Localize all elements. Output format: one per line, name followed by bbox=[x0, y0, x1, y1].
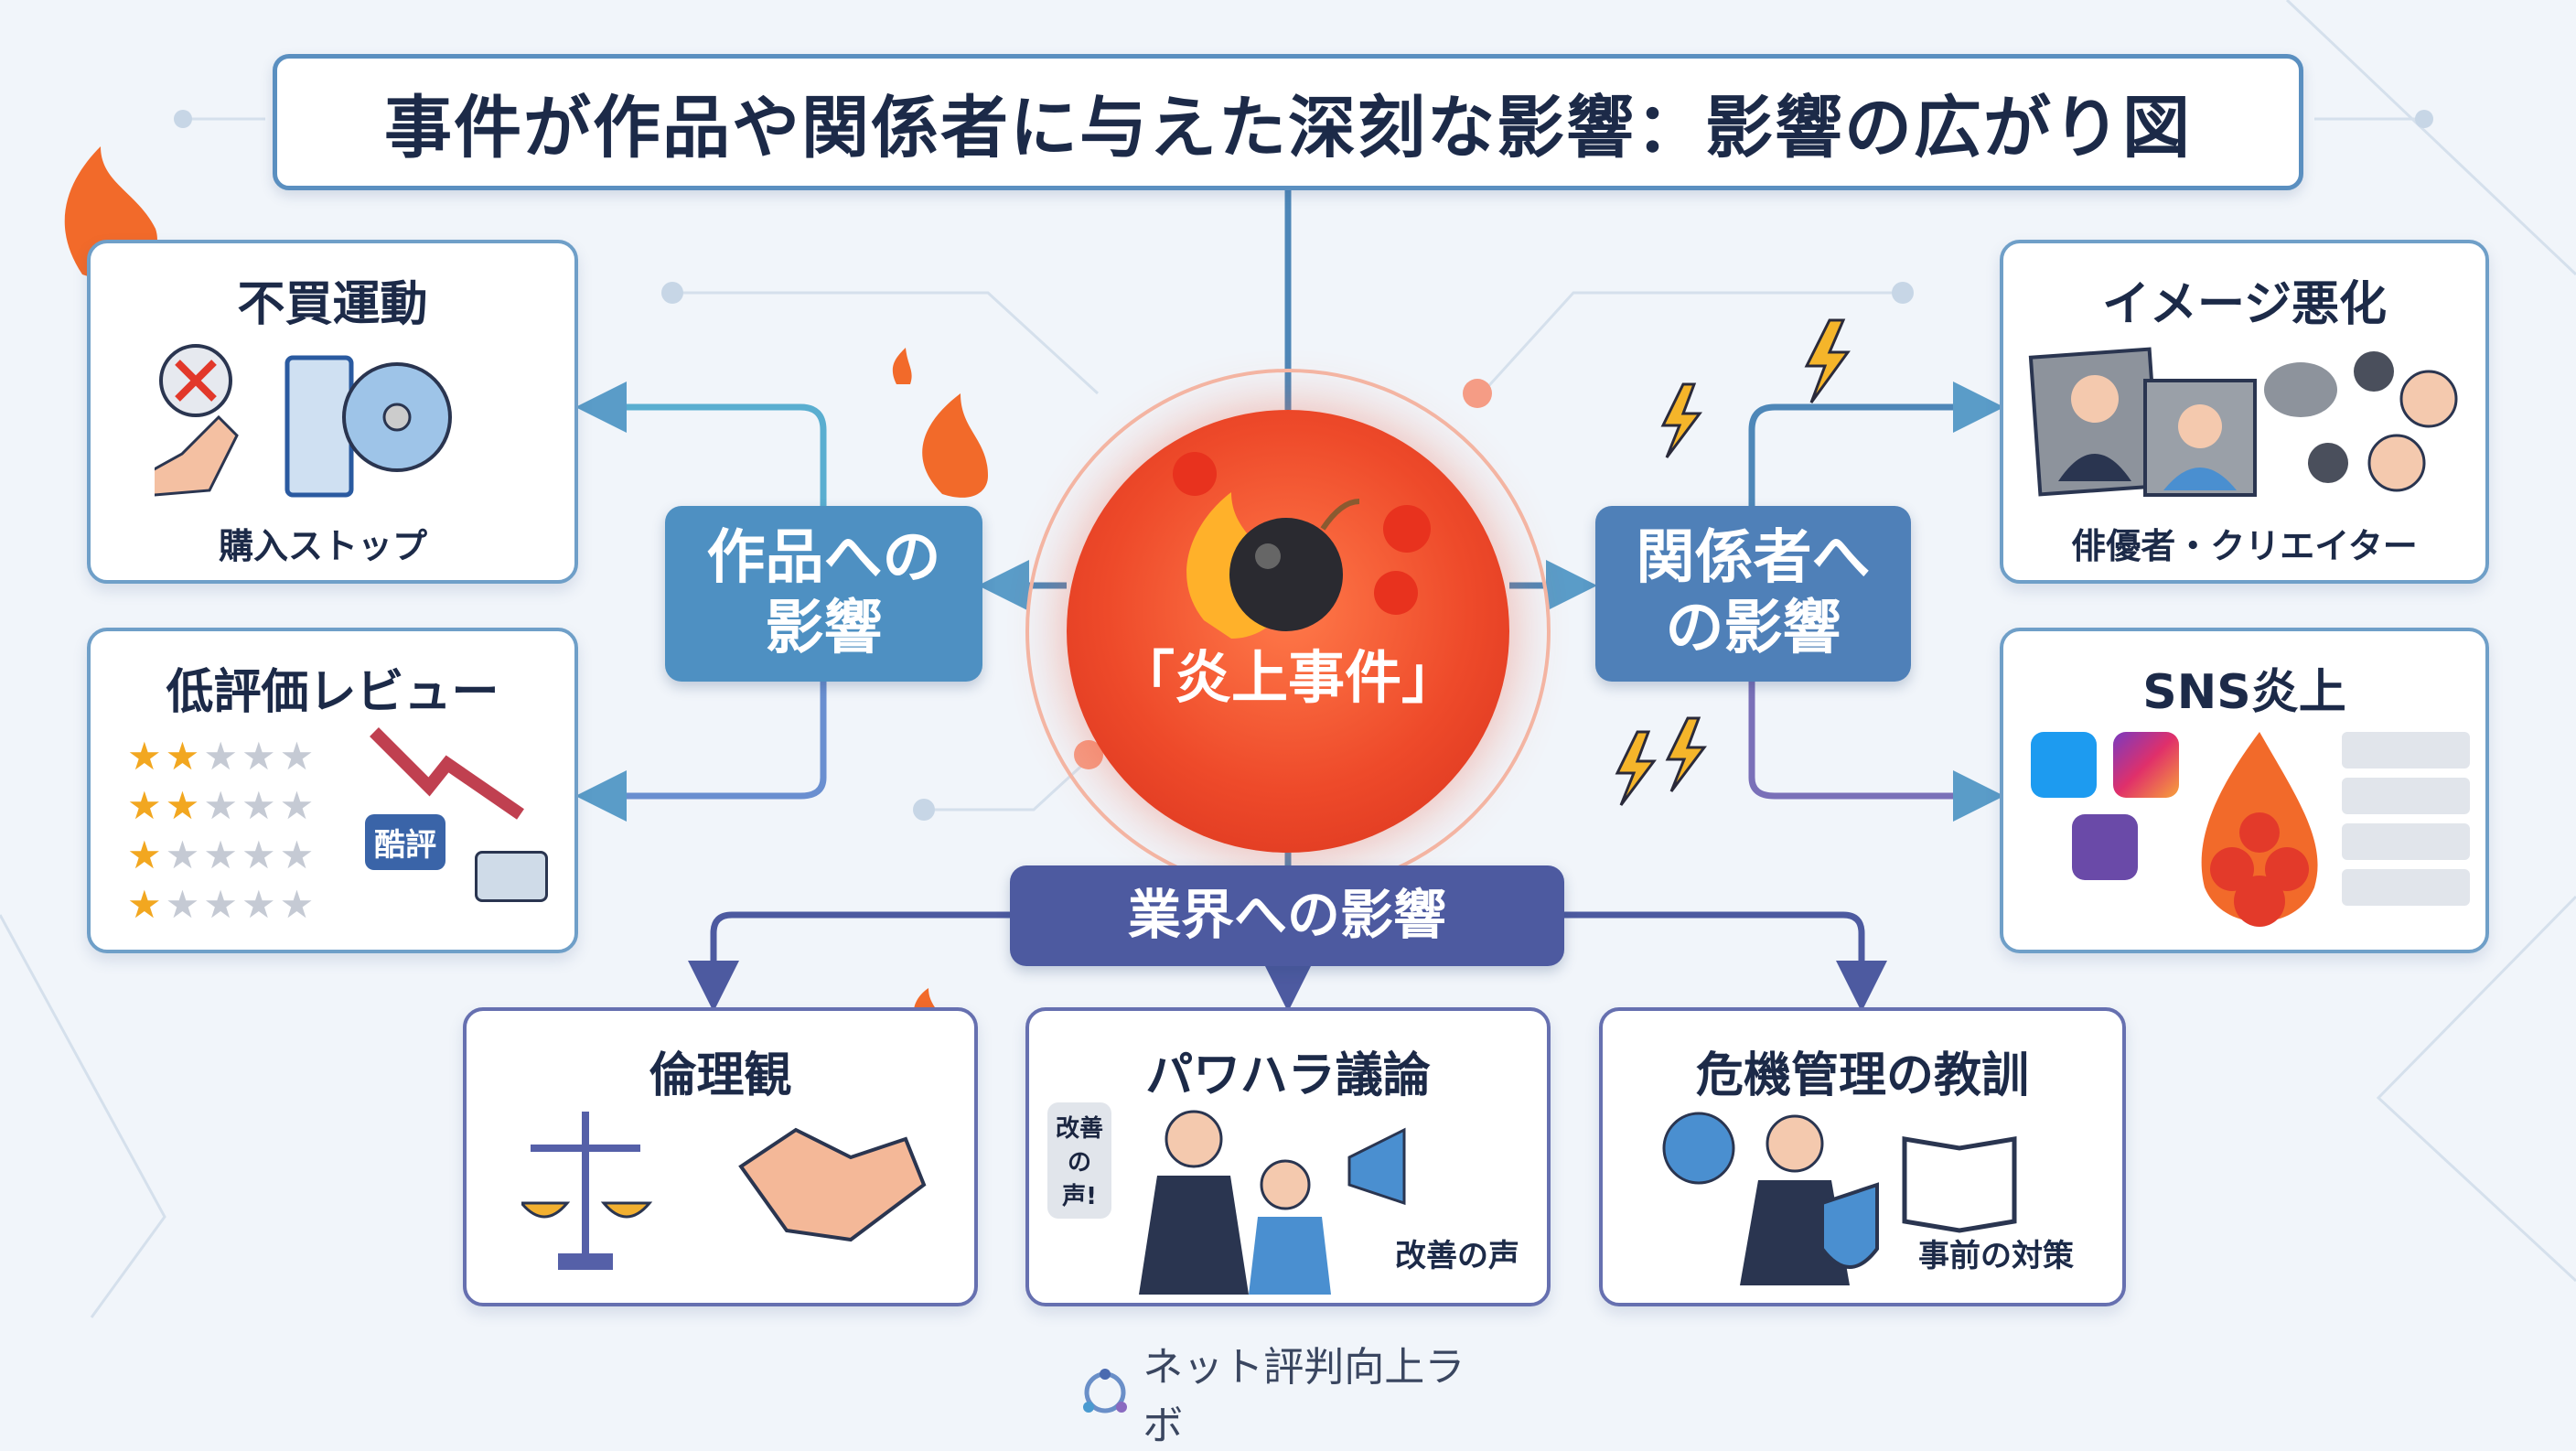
hub-industry: 業界への影響 bbox=[1010, 865, 1564, 966]
bomb-icon bbox=[1173, 452, 1431, 639]
card-title: 不買運動 bbox=[237, 277, 428, 332]
fire-angry-faces-icon bbox=[2201, 732, 2318, 927]
powerhara-caption: 改善の声 bbox=[1395, 1238, 1519, 1274]
image-caption: 俳優者・クリエイター bbox=[2071, 526, 2418, 566]
beginner-mark-icon bbox=[1662, 1112, 1735, 1185]
hub-works-label: 作品への影響 bbox=[706, 524, 941, 662]
book-icon bbox=[1902, 1136, 2017, 1233]
card-image-damage: イメージ悪化 俳優者・クリエイター bbox=[2000, 240, 2489, 584]
argument-illustration bbox=[1139, 1110, 1406, 1295]
card-title: 低評価レビュー bbox=[166, 665, 499, 720]
card-low-rating: 低評価レビュー ★★★★★ ★★★★★ ★★★★★ ★★★★★ 酷評 bbox=[87, 628, 578, 953]
damaged-photos-illustration bbox=[2028, 347, 2458, 497]
chat-bubble-icon bbox=[475, 851, 548, 902]
center-label: 「炎上事件」 bbox=[1117, 644, 1458, 711]
brand-name: ネット評判向上ラボ bbox=[1143, 1344, 1465, 1449]
hub-people-label: 関係者への影響 bbox=[1636, 524, 1871, 662]
comment-list bbox=[2342, 732, 2470, 906]
hub-industry-label: 業界への影響 bbox=[1127, 884, 1446, 947]
angry-face-icon bbox=[1374, 571, 1418, 615]
card-title: SNS炎上 bbox=[2142, 665, 2346, 720]
scales-handshake-illustration bbox=[521, 1112, 927, 1270]
boycott-caption: 購入ストップ bbox=[219, 526, 428, 566]
down-trend-arrow-icon bbox=[370, 727, 524, 820]
hub-people: 関係者への影響 bbox=[1595, 506, 1911, 682]
hand-icon bbox=[155, 414, 239, 497]
connector-lines bbox=[0, 0, 2576, 1318]
angry-face-icon bbox=[1383, 505, 1431, 553]
speech-bubble: 改善の声! bbox=[1047, 1102, 1111, 1219]
card-title: 倫理観 bbox=[649, 1048, 792, 1103]
center-incident-circle bbox=[1067, 410, 1509, 853]
shield-check-icon bbox=[1820, 1182, 1879, 1269]
card-title: 危機管理の教訓 bbox=[1695, 1048, 2029, 1103]
x-mark-icon bbox=[2308, 443, 2348, 483]
card-boycott: 不買運動 購入ストップ bbox=[87, 240, 578, 584]
handshake-icon bbox=[738, 1127, 927, 1242]
card-title: パワハラ議論 bbox=[1145, 1048, 1431, 1103]
card-crisis: 危機管理の教訓 事前の対策 bbox=[1599, 1007, 2126, 1306]
twitter-icon bbox=[2031, 732, 2097, 798]
card-ethics: 倫理観 bbox=[463, 1007, 978, 1306]
sad-face-icon bbox=[2399, 370, 2458, 428]
x-mark-icon bbox=[2354, 351, 2394, 392]
instagram-icon bbox=[2113, 732, 2179, 798]
sad-face-icon bbox=[2367, 434, 2426, 492]
card-sns: SNS炎上 bbox=[2000, 628, 2489, 953]
harsh-review-bubble: 酷評 bbox=[365, 814, 445, 870]
retweet-icon bbox=[2072, 814, 2138, 880]
star-ratings: ★★★★★ ★★★★★ ★★★★★ ★★★★★ bbox=[127, 734, 318, 927]
lightning-decorations bbox=[1615, 318, 1851, 806]
boycott-illustration bbox=[155, 344, 452, 498]
brand-logo-icon bbox=[1083, 1369, 1127, 1413]
footer-brand: ネット評判向上ラボ bbox=[1079, 1334, 1500, 1451]
card-powerhara: パワハラ議論 改善の声! 改善の声 bbox=[1025, 1007, 1551, 1306]
hub-works: 作品への影響 bbox=[665, 506, 982, 682]
megaphone-icon bbox=[1347, 1127, 1406, 1206]
bluray-case-icon bbox=[284, 355, 354, 498]
crisis-caption: 事前の対策 bbox=[1918, 1238, 2074, 1274]
crisis-management-illustration bbox=[1662, 1112, 2017, 1285]
page-title: 事件が作品や関係者に与えた深刻な影響：影響の広がり図 bbox=[273, 54, 2303, 190]
angry-face-icon bbox=[1173, 452, 1217, 496]
card-title: イメージ悪化 bbox=[2102, 277, 2387, 332]
